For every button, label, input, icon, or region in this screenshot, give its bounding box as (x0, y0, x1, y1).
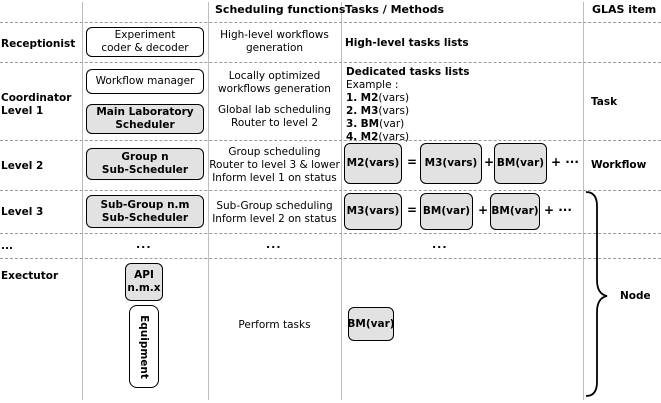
scheduling-level2-line1: Group scheduling (228, 146, 321, 158)
item2-vars: (vars) (378, 105, 410, 117)
level2-m3-box: M3(vars) (420, 143, 482, 184)
scheduling-level2-line3: Inform level 1 on status (212, 172, 337, 184)
tasks-list-item-2: 2. M3(vars) (346, 105, 470, 118)
row-divider-dots (0, 258, 661, 259)
scheduling-coordinator-b-line2: Router to level 2 (231, 117, 318, 129)
workflow-manager-box: Workflow manager (86, 69, 204, 94)
item1-number: 1. (346, 92, 358, 104)
tasks-list-item-1: 1. M2(vars) (346, 92, 470, 105)
row-label-receptionist: Receptionist (1, 38, 76, 50)
row-divider-receptionist (0, 62, 661, 63)
level2-equals: = (407, 155, 418, 169)
column-divider-2 (208, 2, 209, 400)
row-label-level2: Level 2 (1, 160, 44, 172)
tasks-dedicated-title: Dedicated tasks lists (346, 66, 470, 78)
item2-number: 2. (346, 105, 358, 117)
executor-bm-box: BM(var) (347, 307, 395, 341)
scheduling-dots: ... (266, 238, 282, 251)
scheduling-coordinator-a: Locally optimized workflows generation (208, 70, 341, 96)
scheduling-level2-line2: Router to level 3 & lower (209, 159, 340, 171)
row-divider-coordinator (0, 140, 661, 141)
row-label-coordinator: Coordinator (1, 92, 72, 104)
glas-workflow: Workflow (591, 159, 647, 171)
api-label-line1: API (134, 269, 154, 281)
tasks-list-item-3: 3. BM(var) (346, 118, 470, 131)
equipment-label: Equipment (138, 314, 150, 379)
header-glas-item: GLAS item (592, 3, 657, 16)
node-brace (585, 191, 608, 397)
api-label-line2: n.m.x (127, 282, 161, 294)
level3-bm-box-2: BM(var) (490, 193, 540, 230)
row-label-dots: ... (1, 240, 13, 252)
scheduling-level3-line1: Sub-Group scheduling (216, 200, 333, 212)
experiment-label-line2: coder & decoder (101, 42, 189, 54)
level2-bm-box: BM(var) (494, 143, 547, 184)
scheduling-level2: Group scheduling Router to level 3 & low… (206, 146, 343, 185)
level2-m2-box: M2(vars) (344, 143, 402, 184)
item2-method: M3 (360, 105, 379, 117)
scheduling-level3-line2: Inform level 2 on status (212, 213, 337, 225)
item4-method: M2 (360, 131, 379, 143)
row-label-level1: Level 1 (1, 105, 44, 117)
tasks-list-item-4: 4. M2(vars) (346, 131, 470, 144)
experiment-coder-decoder-box: Experiment coder & decoder (86, 27, 204, 57)
level2-plus: + (484, 155, 495, 169)
item1-vars: (vars) (378, 92, 410, 104)
item1-method: M2 (360, 92, 379, 104)
column-divider-1 (82, 2, 83, 400)
level2-plus-more: + ··· (551, 155, 579, 169)
level3-bm-box-1: BM(var) (420, 193, 473, 230)
equipment-box: Equipment (129, 305, 159, 388)
item4-vars: (vars) (378, 131, 410, 143)
header-tasks-methods: Tasks / Methods (345, 3, 445, 16)
level3-plus-more: + ··· (544, 203, 572, 217)
tasks-receptionist: High-level tasks lists (345, 37, 469, 49)
scheduling-receptionist: High-level workflows generation (208, 29, 341, 55)
tasks-dedicated-list: Dedicated tasks lists Example : 1. M2(va… (346, 66, 470, 144)
experiment-label-line1: Experiment (114, 29, 176, 41)
column1-dots: ... (136, 238, 152, 251)
item3-vars: (var) (379, 118, 405, 130)
row-divider-header (0, 22, 661, 23)
item4-number: 4. (346, 131, 358, 143)
group-label-line1: Group n (121, 151, 169, 163)
glas-task: Task (591, 96, 618, 108)
tasks-example-label: Example : (346, 79, 399, 91)
level3-m3-box: M3(vars) (344, 193, 402, 230)
row-label-level3: Level 3 (1, 206, 44, 218)
scheduling-level3: Sub-Group scheduling Inform level 2 on s… (206, 200, 343, 226)
level3-equals: = (407, 203, 418, 217)
subgroup-label-line2: Sub-Scheduler (101, 211, 189, 224)
scheduling-receptionist-line2: generation (245, 42, 304, 54)
api-box: API n.m.x (125, 263, 163, 301)
header-scheduling-functions: Scheduling functions (215, 3, 346, 16)
subgroup-label-line1: Sub-Group n.m (100, 198, 190, 211)
column-divider-4 (583, 2, 584, 400)
glas-node: Node (620, 290, 651, 302)
scheduling-coordinator-b-line1: Global lab scheduling (217, 104, 332, 116)
group-sub-scheduler-box: Group n Sub-Scheduler (86, 148, 204, 180)
scheduling-coordinator-a-line2: workflows generation (218, 83, 331, 95)
scheduling-coordinator-a-line1: Locally optimized (228, 70, 321, 82)
main-laboratory-scheduler-box: Main Laboratory Scheduler (86, 104, 204, 134)
main-lab-label-line2: Scheduler (115, 119, 175, 131)
level3-plus: + (478, 203, 489, 217)
item3-number: 3. (346, 118, 358, 130)
sub-group-sub-scheduler-box: Sub-Group n.m Sub-Scheduler (86, 195, 204, 228)
scheduling-receptionist-line1: High-level workflows (220, 29, 329, 41)
group-label-line2: Sub-Scheduler (101, 164, 189, 176)
row-label-executor: Exectutor (1, 270, 59, 282)
main-lab-label-line1: Main Laboratory (96, 106, 194, 118)
row-divider-level2 (0, 190, 661, 191)
item3-method: BM (360, 118, 380, 130)
scheduling-coordinator-b: Global lab scheduling Router to level 2 (208, 104, 341, 130)
node-brace-path (585, 191, 608, 397)
tasks-dots: ... (432, 238, 448, 251)
scheduling-executor: Perform tasks (238, 319, 311, 331)
row-divider-level3 (0, 233, 661, 234)
column-divider-3 (341, 2, 342, 400)
